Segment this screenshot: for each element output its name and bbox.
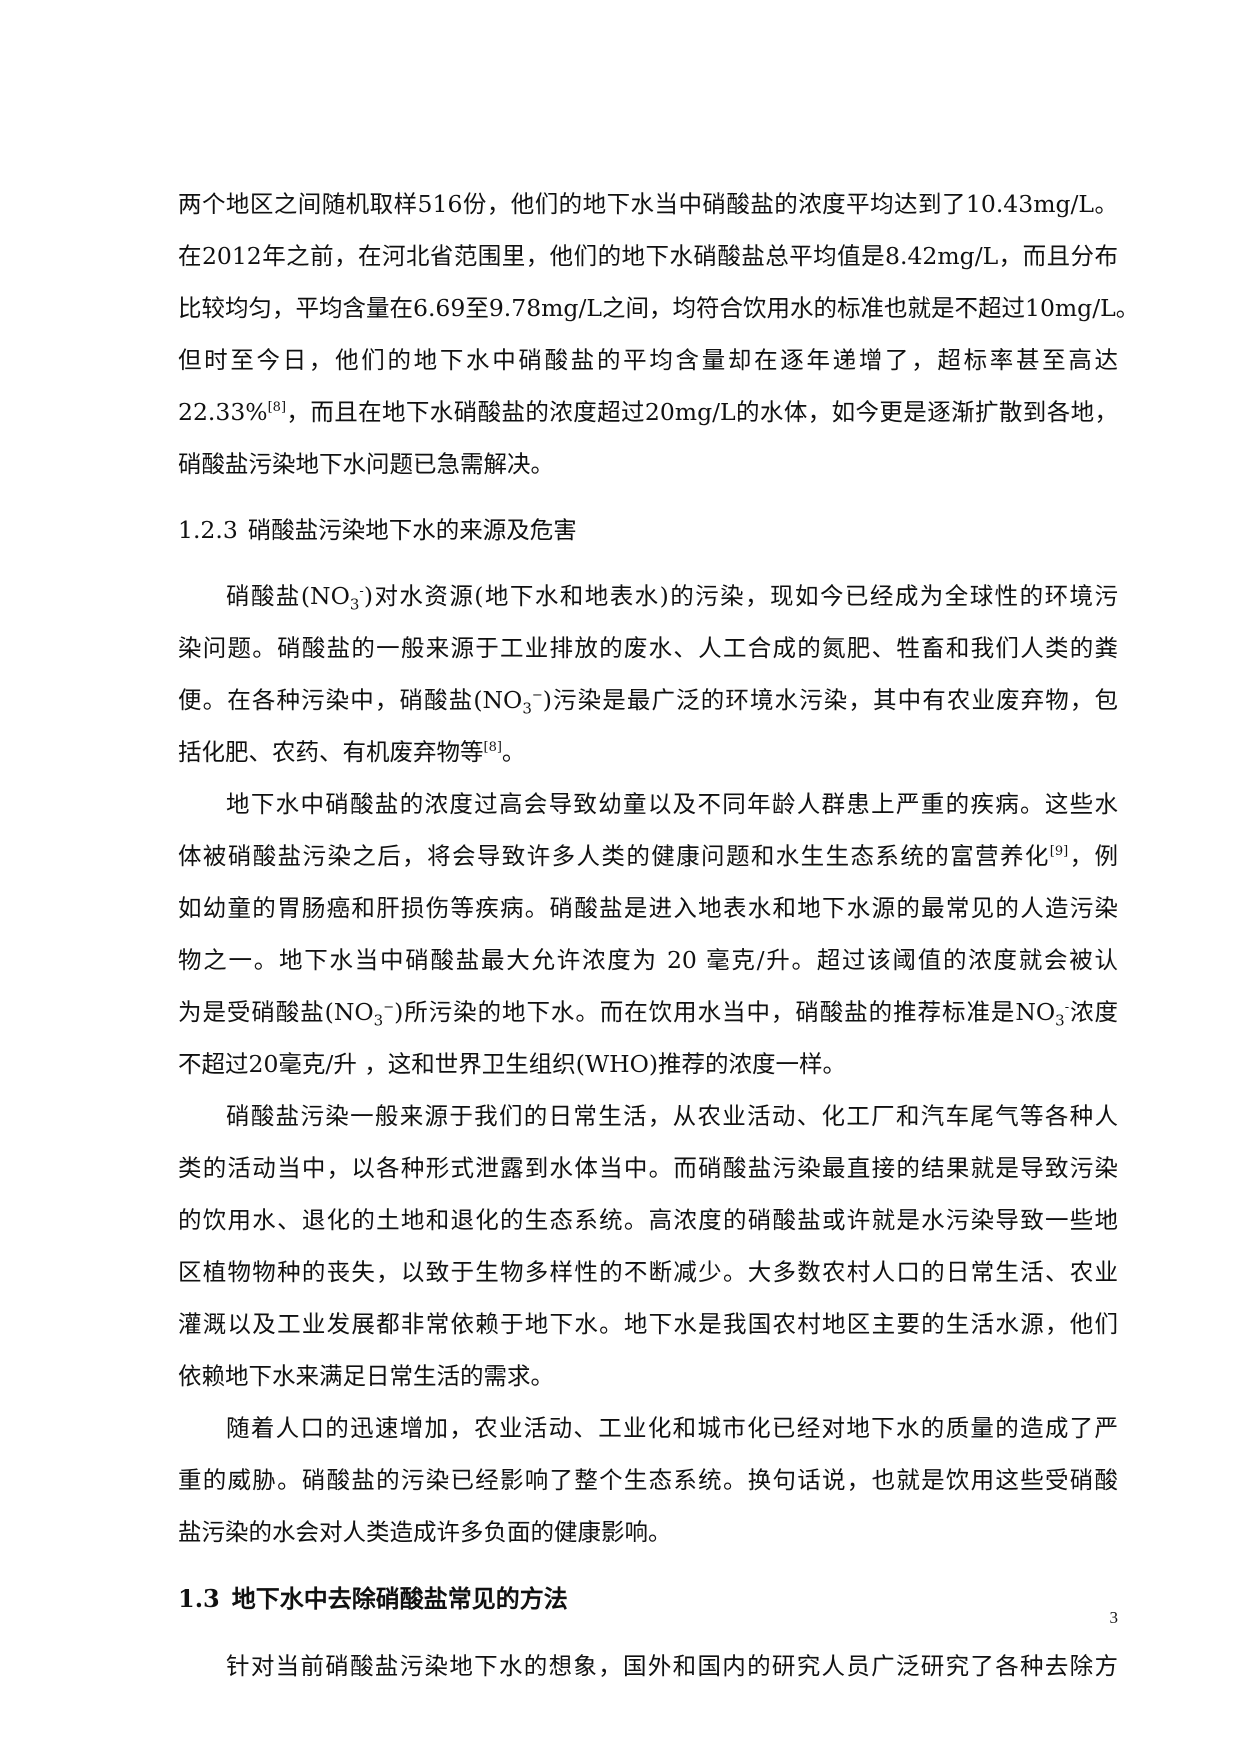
- citation-superscript: [8]: [267, 400, 287, 416]
- text-run: )污染是最广泛的环境水污染，其中有农业废弃物，包: [542, 686, 1118, 714]
- text-line: 依赖地下水来满足日常生活的需求。: [178, 1362, 554, 1390]
- text-line: 针对当前硝酸盐污染地下水的想象，国外和国内的研究人员广泛研究了各种去除方: [226, 1652, 1118, 1680]
- text-line: 为是受硝酸盐(NO3−)所污染的地下水。而在饮用水当中，硝酸盐的推荐标准是NO3…: [178, 986, 1118, 1038]
- chemical-superscript: −: [383, 1000, 395, 1016]
- text-line: 地下水中硝酸盐的浓度过高会导致幼童以及不同年龄人群患上严重的疾病。这些水: [226, 790, 1118, 818]
- section-number: 1.3: [178, 1584, 220, 1613]
- text-run: )对水资源(地下水和地表水)的污染，现如今已经成为全球性的环境污: [363, 582, 1118, 610]
- text-run: ，例: [1068, 842, 1119, 870]
- text-line: 两个地区之间随机取样516份，他们的地下水当中硝酸盐的浓度平均达到了10.43m…: [178, 190, 1118, 218]
- section-title: 硝酸盐污染地下水的来源及危害: [247, 516, 577, 544]
- text-line: 硝酸盐污染地下水问题已急需解决。: [178, 450, 554, 478]
- section-heading-1-2-3: 1.2.3 硝酸盐污染地下水的来源及危害: [178, 490, 1118, 570]
- chemical-superscript: -: [359, 584, 364, 600]
- section-heading-1-3: 1.3 地下水中去除硝酸盐常见的方法: [178, 1558, 1118, 1640]
- paragraph-pollution-sources: 硝酸盐污染一般来源于我们的日常生活，从农业活动、化工厂和汽车尾气等各种人 类的活…: [178, 1090, 1118, 1402]
- text-line: 不超过20毫克/升 ，这和世界卫生组织(WHO)推荐的浓度一样。: [178, 1050, 847, 1078]
- section-number: 1.2.3: [178, 516, 238, 544]
- text-line: 如幼童的胃肠癌和肝损伤等疾病。硝酸盐是进入地表水和地下水源的最常见的人造污染: [178, 894, 1118, 922]
- text-line: 的饮用水、退化的土地和退化的生态系统。高浓度的硝酸盐或许就是水污染导致一些地: [178, 1206, 1118, 1234]
- text-line: 但时至今日，他们的地下水中硝酸盐的平均含量却在逐年递增了，超标率甚至高达: [178, 346, 1118, 374]
- paragraph-health-effects: 地下水中硝酸盐的浓度过高会导致幼童以及不同年龄人群患上严重的疾病。这些水 体被硝…: [178, 778, 1118, 1090]
- page-content: 两个地区之间随机取样516份，他们的地下水当中硝酸盐的浓度平均达到了10.43m…: [178, 178, 1140, 1692]
- text-run: 22.33%: [178, 398, 268, 426]
- chemical-subscript: 3: [349, 595, 360, 614]
- text-line: 类的活动当中，以各种形式泄露到水体当中。而硝酸盐污染最直接的结果就是导致污染: [178, 1154, 1118, 1182]
- text-line: 硝酸盐(NO3-)对水资源(地下水和地表水)的污染，现如今已经成为全球性的环境污: [178, 570, 1118, 622]
- text-line: 体被硝酸盐污染之后，将会导致许多人类的健康问题和水生生态系统的富营养化[9]，例: [178, 830, 1118, 882]
- text-run: ，而且在地下水硝酸盐的浓度超过20mg/L的水体，如今更是逐渐扩散到各地，: [286, 398, 1118, 426]
- text-run: 括化肥、农药、有机废弃物等: [178, 738, 484, 766]
- text-line: 随着人口的迅速增加，农业活动、工业化和城市化已经对地下水的质量的造成了严: [226, 1414, 1118, 1442]
- text-run: 便。在各种污染中，硝酸盐(NO: [178, 686, 523, 714]
- text-line: 重的威胁。硝酸盐的污染已经影响了整个生态系统。换句话说，也就是饮用这些受硝酸: [178, 1466, 1118, 1494]
- paragraph-population-growth: 随着人口的迅速增加，农业活动、工业化和城市化已经对地下水的质量的造成了严 重的威…: [178, 1402, 1118, 1558]
- text-run: 。: [501, 738, 526, 766]
- citation-superscript: [8]: [483, 740, 502, 756]
- section-title: 地下水中去除硝酸盐常见的方法: [231, 1584, 568, 1613]
- text-run: 体被硝酸盐污染之后，将会导致许多人类的健康问题和水生生态系统的富营养化: [178, 842, 1050, 870]
- chemical-subscript: 3: [373, 1011, 384, 1030]
- text-line: 在2012年之前，在河北省范围里，他们的地下水硝酸盐总平均值是8.42mg/L，…: [178, 242, 1118, 270]
- text-run: )所污染的地下水。而在饮用水当中，硝酸盐的推荐标准是NO: [394, 998, 1056, 1026]
- citation-superscript: [9]: [1049, 844, 1069, 860]
- text-run: 硝酸盐(NO: [226, 582, 350, 610]
- chemical-superscript: −: [531, 688, 543, 704]
- paragraph-top: 两个地区之间随机取样516份，他们的地下水当中硝酸盐的浓度平均达到了10.43m…: [178, 178, 1140, 490]
- text-line: 区植物物种的丧失，以致于生物多样性的不断减少。大多数农村人口的日常生活、农业: [178, 1258, 1118, 1286]
- text-line: 染问题。硝酸盐的一般来源于工业排放的废水、人工合成的氮肥、牲畜和我们人类的粪: [178, 634, 1118, 662]
- text-line: 物之一。地下水当中硝酸盐最大允许浓度为 20 毫克/升。超过该阈值的浓度就会被认: [178, 946, 1118, 974]
- text-line: 灌溉以及工业发展都非常依赖于地下水。地下水是我国农村地区主要的生活水源，他们: [178, 1310, 1118, 1338]
- chemical-subscript: 3: [522, 699, 532, 718]
- text-run: 为是受硝酸盐(NO: [178, 998, 374, 1026]
- text-line: 22.33%[8]，而且在地下水硝酸盐的浓度超过20mg/L的水体，如今更是逐渐…: [178, 386, 1118, 438]
- text-run: 浓度: [1069, 998, 1119, 1026]
- text-line: 括化肥、农药、有机废弃物等[8]。: [178, 726, 1118, 778]
- paragraph-removal-methods: 针对当前硝酸盐污染地下水的想象，国外和国内的研究人员广泛研究了各种去除方: [178, 1640, 1118, 1692]
- text-line: 盐污染的水会对人类造成许多负面的健康影响。: [178, 1518, 672, 1546]
- paragraph-nitrate-sources: 硝酸盐(NO3-)对水资源(地下水和地表水)的污染，现如今已经成为全球性的环境污…: [178, 570, 1118, 778]
- page-number: 3: [1109, 1608, 1119, 1627]
- text-line: 便。在各种污染中，硝酸盐(NO3−)污染是最广泛的环境水污染，其中有农业废弃物，…: [178, 674, 1118, 726]
- text-line: 比较均匀，平均含量在6.69至9.78mg/L之间，均符合饮用水的标准也就是不超…: [178, 294, 1140, 322]
- chemical-superscript: -: [1064, 1000, 1070, 1016]
- text-line: 硝酸盐污染一般来源于我们的日常生活，从农业活动、化工厂和汽车尾气等各种人: [226, 1102, 1118, 1130]
- chemical-subscript: 3: [1055, 1011, 1065, 1030]
